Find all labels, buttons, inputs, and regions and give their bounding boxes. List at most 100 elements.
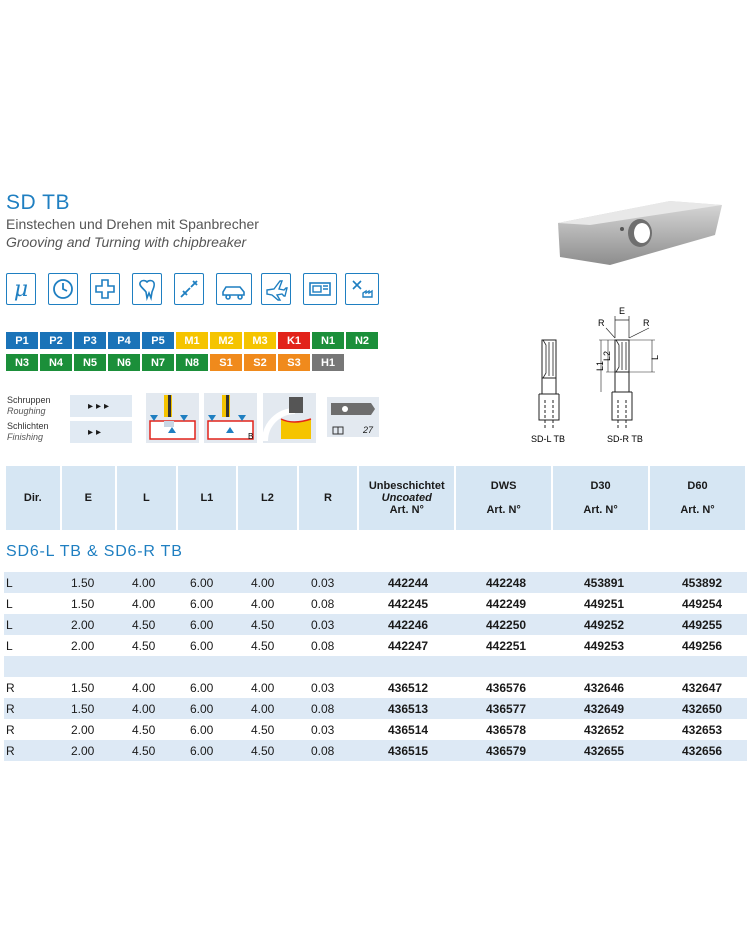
table-cell: 6.00 [190,681,214,695]
table-cell: 1.50 [71,702,95,716]
table-cell: R [6,702,15,716]
table-cell: 4.00 [132,576,156,590]
table-cell: 4.50 [132,639,156,653]
table-cell: 449251 [584,597,625,611]
table-cell: 436577 [486,702,527,716]
column-header: L2 [238,466,297,530]
table-cell: 442247 [388,639,429,653]
table-cell: 0.03 [311,681,335,695]
insert-holder-pictogram: 27 [327,397,379,437]
table-cell: 0.08 [311,597,335,611]
table-cell: 442249 [486,597,527,611]
subtitle-german: Einstechen und Drehen mit Spanbrecher [6,216,259,232]
table-cell: 6.00 [190,618,214,632]
table-cell: 2.00 [71,744,95,758]
table-cell: 436576 [486,681,527,695]
table-cell: L [6,639,13,653]
table-cell: 4.50 [251,723,275,737]
material-n5: N5 [74,354,106,371]
table-cell: 4.00 [251,702,275,716]
material-n4: N4 [40,354,72,371]
table-cell: 0.08 [311,702,335,716]
dim-label-r-left: R [598,318,605,328]
table-cell: 6.00 [190,639,214,653]
table-row [4,656,747,677]
material-p2: P2 [40,332,72,349]
table-cell: 6.00 [190,597,214,611]
machine-icon [303,273,337,305]
table-cell: 436515 [388,744,429,758]
table-cell: 432653 [682,723,723,737]
table-cell: 449252 [584,618,625,632]
table-cell: 449255 [682,618,723,632]
table-cell: 442248 [486,576,527,590]
table-cell: 442251 [486,639,527,653]
book-page-number: 27 [363,425,374,435]
material-p5: P5 [142,332,174,349]
table-cell: 4.50 [132,618,156,632]
car-icon [216,273,252,305]
table-cell: 0.08 [311,744,335,758]
table-cell: 0.03 [311,576,335,590]
table-cell: 4.50 [251,744,275,758]
material-n3: N3 [6,354,38,371]
table-cell: 436512 [388,681,429,695]
table-cell: 453892 [682,576,723,590]
page-title: SD TB [6,191,70,214]
table-cell: 432656 [682,744,723,758]
finishing-indicator: ▸▸ [70,421,132,443]
table-cell: 442244 [388,576,429,590]
table-cell: 6.00 [190,744,214,758]
table-cell: 432655 [584,744,625,758]
material-m3: M3 [244,332,276,349]
dim-label-r-right: R [643,318,650,328]
table-cell: 0.03 [311,618,335,632]
material-m2: M2 [210,332,242,349]
dim-label-l1: L1 [595,361,605,371]
table-cell: 4.50 [132,723,156,737]
table-cell: 442245 [388,597,429,611]
material-m1: M1 [176,332,208,349]
column-header: R [298,466,358,530]
section-title: SD6-L TB & SD6-R TB [6,543,183,560]
table-cell: R [6,723,15,737]
table-cell: 432647 [682,681,723,695]
material-s1: S1 [210,354,242,371]
table-cell: 1.50 [71,576,95,590]
material-p4: P4 [108,332,140,349]
table-cell: 2.00 [71,723,95,737]
material-h1: H1 [312,354,344,371]
table-cell: 4.00 [132,702,156,716]
material-s2: S2 [244,354,276,371]
drawing-caption-right: SD-R TB [607,434,643,444]
table-cell: L [6,597,13,611]
table-cell: 449253 [584,639,625,653]
table-cell: 6.00 [190,702,214,716]
tool-icon [174,273,204,305]
column-header: E [61,466,116,530]
turning-pictogram: B [204,393,257,443]
dim-label-l: L [650,355,660,360]
table-cell: L [6,576,13,590]
airplane-icon [261,273,291,305]
table-cell: 2.00 [71,618,95,632]
material-k1: K1 [278,332,310,349]
material-n8: N8 [176,354,208,371]
industry-icon [345,273,379,305]
insert-product-image [558,201,722,265]
table-cell: 449254 [682,597,723,611]
table-cell: 4.00 [251,597,275,611]
table-cell: 453891 [584,576,625,590]
table-cell: 4.50 [132,744,156,758]
table-cell: 1.50 [71,597,95,611]
table-cell: R [6,681,15,695]
